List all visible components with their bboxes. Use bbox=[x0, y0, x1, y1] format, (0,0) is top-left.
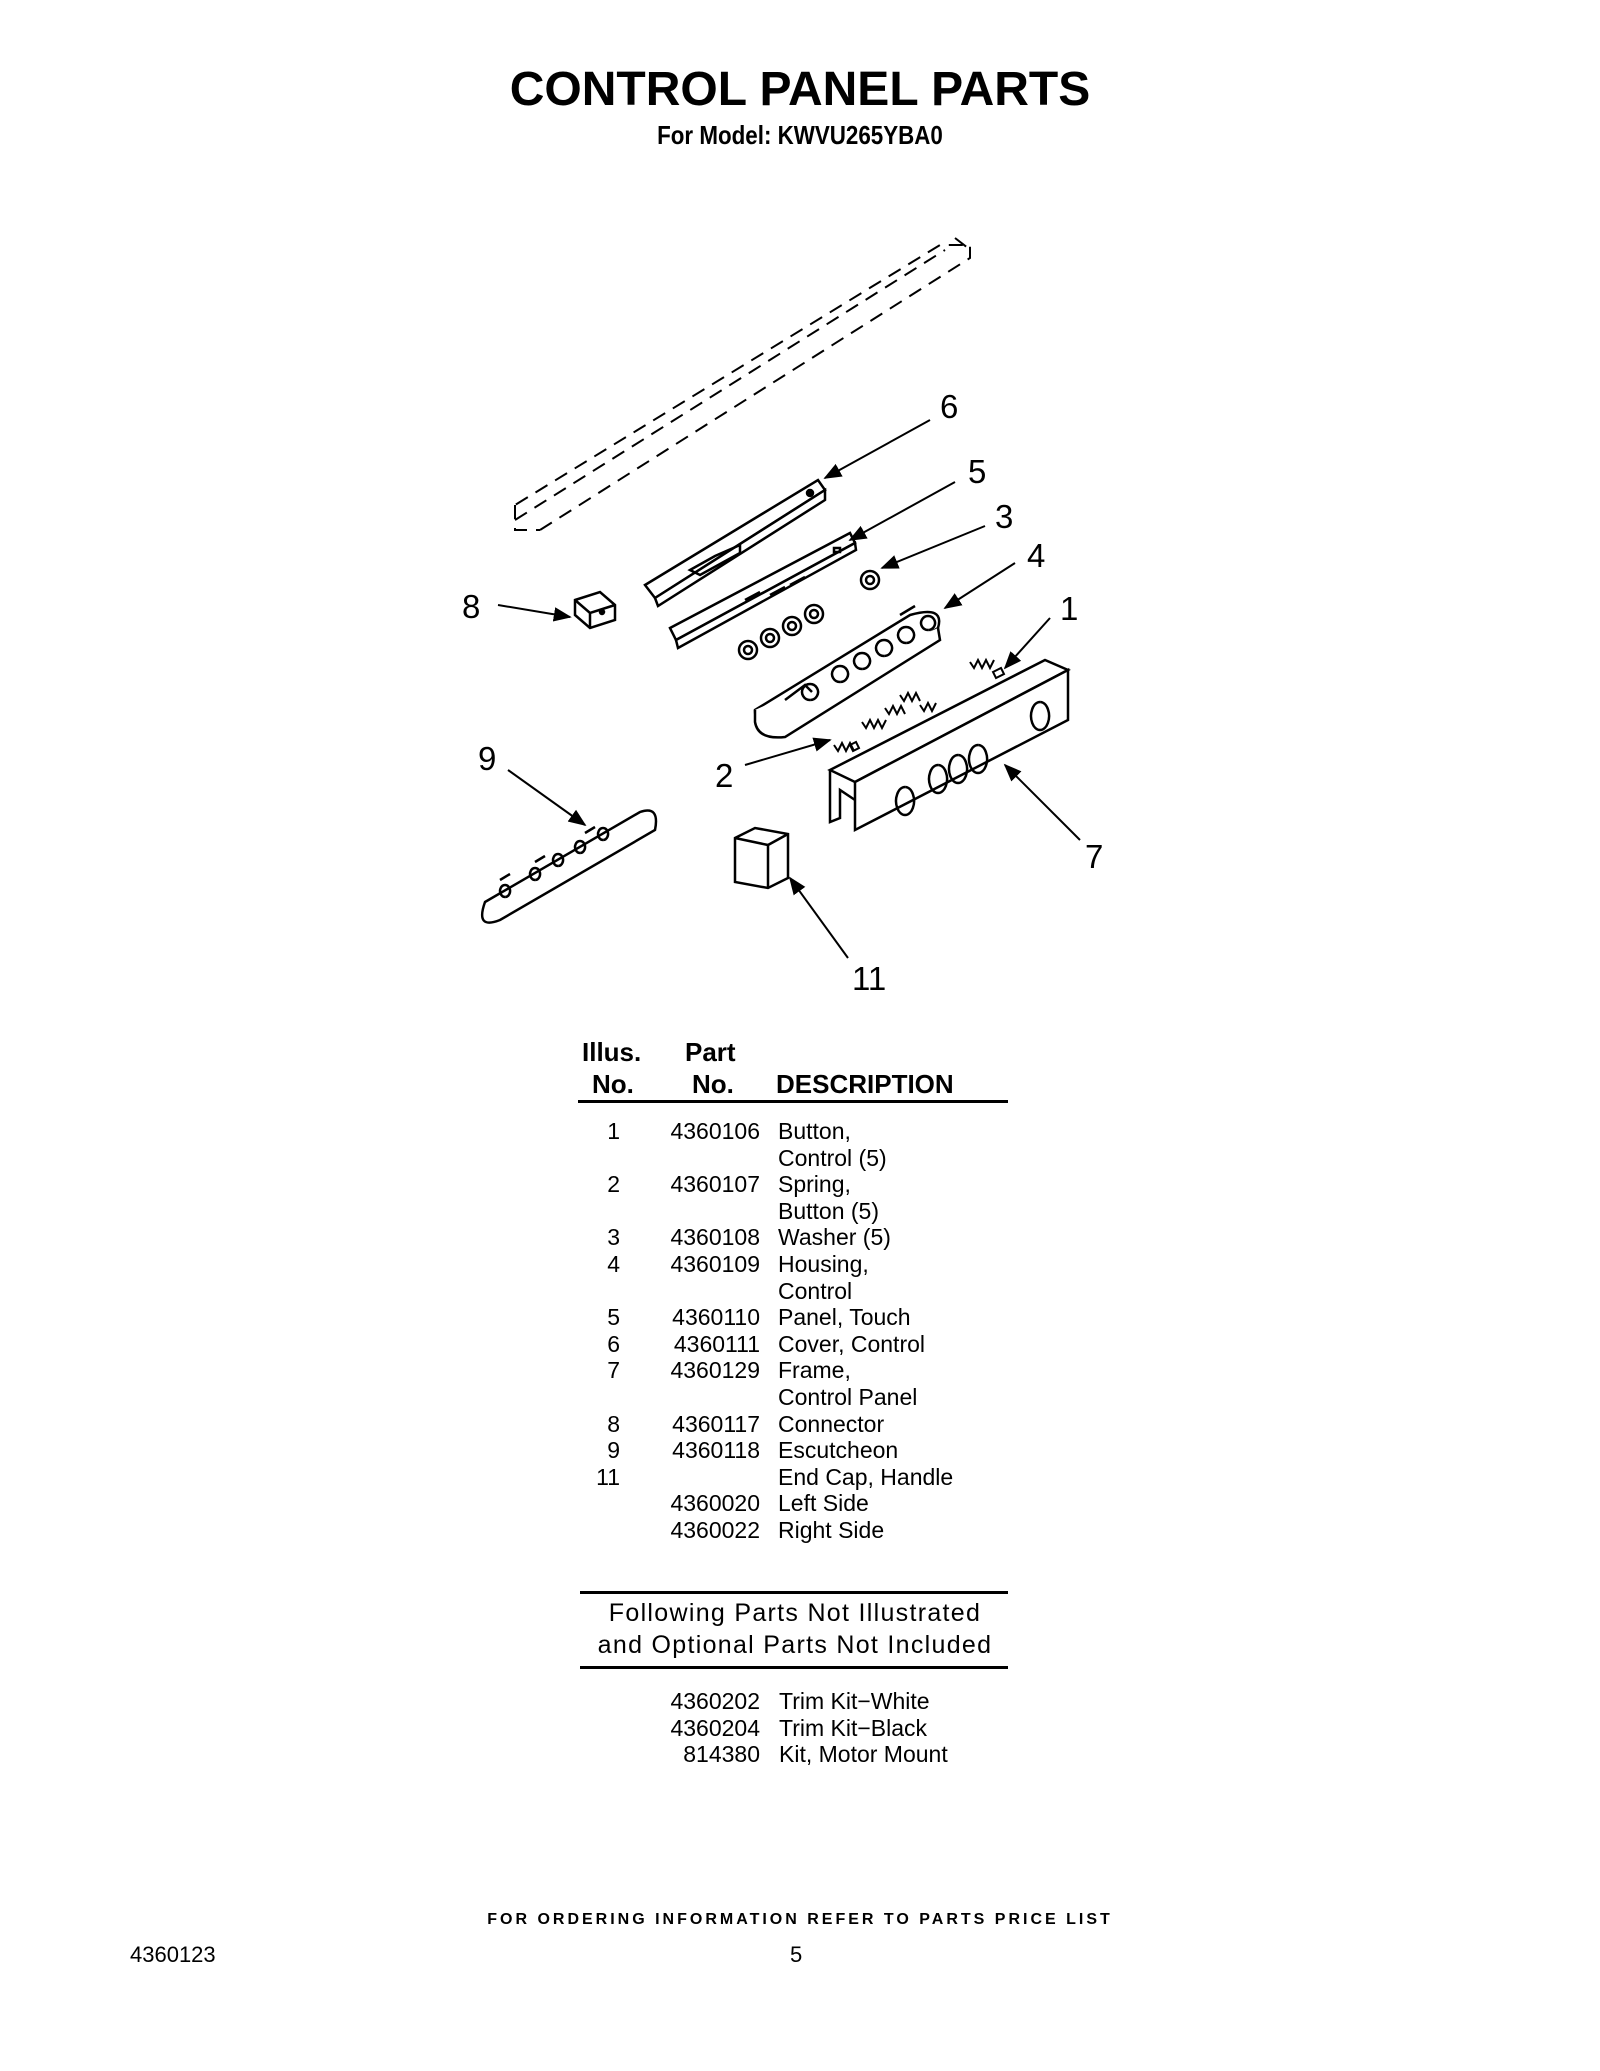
part-description: Kit, Motor Mount bbox=[779, 1741, 948, 1768]
list-item: 4360204 Trim Kit−Black bbox=[0, 1715, 1600, 1742]
part-description: End Cap, Handle bbox=[778, 1463, 954, 1490]
page-number: 5 bbox=[790, 1942, 803, 1967]
part-number: 4360022 bbox=[670, 1517, 760, 1543]
illus-number: 3 bbox=[607, 1224, 620, 1251]
table-row: 4 4360109 Housing, bbox=[0, 1251, 1600, 1278]
part-2-springs bbox=[833, 657, 995, 754]
table-row: 4360022 Right Side bbox=[0, 1517, 1600, 1544]
callout-1: 1 bbox=[1060, 590, 1078, 627]
callout-9: 9 bbox=[478, 740, 496, 777]
illus-number: 6 bbox=[607, 1330, 620, 1357]
callout-4: 4 bbox=[1027, 537, 1045, 574]
part-7-control-panel-frame bbox=[827, 658, 1071, 833]
table-row: 7 4360129 Frame, bbox=[0, 1357, 1600, 1384]
part-description: Left Side bbox=[778, 1490, 869, 1517]
callout-7: 7 bbox=[1085, 838, 1103, 875]
not-illustrated-line1: Following Parts Not Illustrated bbox=[608, 1599, 982, 1627]
part-number: 4360110 bbox=[672, 1304, 760, 1331]
illus-number: 9 bbox=[607, 1437, 620, 1464]
table-row: Control bbox=[0, 1278, 1600, 1305]
table-row: 6 4360111 Cover, Control bbox=[0, 1331, 1600, 1358]
illus-number: 4 bbox=[607, 1251, 620, 1277]
part-number: 4360106 bbox=[670, 1118, 760, 1144]
part-description: Trim Kit−Black bbox=[779, 1714, 928, 1741]
callout-3: 3 bbox=[995, 498, 1013, 535]
table-row: 11 End Cap, Handle bbox=[0, 1464, 1600, 1491]
callout-6: 6 bbox=[940, 388, 958, 425]
part-description: Washer (5) bbox=[778, 1224, 891, 1251]
section-rule-top bbox=[580, 1591, 1008, 1594]
col-header-description: DESCRIPTION bbox=[776, 1069, 954, 1099]
part-description: Right Side bbox=[778, 1517, 885, 1543]
header-rule bbox=[578, 1100, 1008, 1103]
part-number: 4360129 bbox=[670, 1357, 760, 1384]
callout-2: 2 bbox=[715, 757, 733, 794]
illus-number: 5 bbox=[607, 1304, 620, 1331]
part-number: 4360109 bbox=[670, 1251, 760, 1277]
table-row: 2 4360107 Spring, bbox=[0, 1171, 1600, 1198]
part-number: 814380 bbox=[683, 1741, 760, 1768]
illus-number: 1 bbox=[607, 1118, 620, 1144]
callout-8: 8 bbox=[462, 588, 480, 625]
part-description: Spring, bbox=[778, 1171, 851, 1198]
table-row: 5 4360110 Panel, Touch bbox=[0, 1304, 1600, 1331]
illus-number: 11 bbox=[596, 1463, 620, 1490]
part-description: Control Panel bbox=[778, 1384, 918, 1410]
table-row: 3 4360108 Washer (5) bbox=[0, 1224, 1600, 1251]
ordering-note: FOR ORDERING INFORMATION REFER TO PARTS … bbox=[487, 1911, 1113, 1928]
part-description: Panel, Touch bbox=[778, 1304, 911, 1331]
handle-outline-dashed bbox=[514, 237, 971, 531]
col-header-illus-line1: Illus. bbox=[582, 1037, 642, 1067]
leader-lines bbox=[497, 419, 1081, 959]
part-3-washers bbox=[737, 569, 881, 661]
illus-number: 2 bbox=[607, 1171, 620, 1198]
section-rule-bottom bbox=[580, 1666, 1008, 1669]
part-number: 4360108 bbox=[670, 1224, 760, 1251]
table-row: 4360020 Left Side bbox=[0, 1490, 1600, 1517]
illus-number: 8 bbox=[607, 1410, 620, 1437]
table-row: 9 4360118 Escutcheon bbox=[0, 1437, 1600, 1464]
part-number: 4360204 bbox=[670, 1714, 760, 1741]
table-row: Control Panel bbox=[0, 1384, 1600, 1411]
list-item: 814380 Kit, Motor Mount bbox=[0, 1741, 1600, 1768]
part-description: Frame, bbox=[778, 1357, 851, 1384]
part-description: Connector bbox=[778, 1410, 885, 1437]
part-description: Control bbox=[778, 1277, 853, 1304]
part-9-escutcheon bbox=[480, 809, 658, 924]
part-number: 4360111 bbox=[673, 1330, 760, 1357]
exploded-parts-diagram: 6 5 3 4 8 1 9 2 7 11 bbox=[462, 237, 1103, 997]
col-header-illus-line2: No. bbox=[592, 1069, 634, 1099]
part-number: 4360202 bbox=[670, 1688, 760, 1714]
part-8-connector bbox=[573, 590, 617, 630]
part-6-control-cover bbox=[643, 478, 827, 608]
part-description: Trim Kit−White bbox=[779, 1688, 930, 1714]
part-description: Button, bbox=[778, 1118, 851, 1144]
table-row: 8 4360117 Connector bbox=[0, 1411, 1600, 1438]
part-11-end-cap bbox=[733, 826, 790, 890]
document-number: 4360123 bbox=[130, 1942, 216, 1967]
part-number: 4360107 bbox=[670, 1171, 760, 1198]
part-number: 4360117 bbox=[672, 1410, 760, 1437]
part-description: Housing, bbox=[778, 1251, 869, 1277]
model-subtitle: For Model: KWVU265YBA0 bbox=[657, 120, 943, 150]
not-illustrated-line2: and Optional Parts Not Included bbox=[597, 1631, 993, 1659]
page-title: CONTROL PANEL PARTS bbox=[509, 63, 1091, 116]
part-5-touch-panel bbox=[668, 531, 858, 650]
table-row: Control (5) bbox=[0, 1145, 1600, 1172]
callout-5: 5 bbox=[968, 453, 986, 490]
part-number: 4360020 bbox=[670, 1490, 760, 1517]
part-description: Button (5) bbox=[778, 1197, 879, 1224]
part-4-control-housing bbox=[753, 604, 942, 739]
list-item: 4360202 Trim Kit−White bbox=[0, 1688, 1600, 1715]
col-header-part-line2: No. bbox=[692, 1069, 734, 1099]
illus-number: 7 bbox=[607, 1357, 620, 1384]
part-description: Escutcheon bbox=[778, 1437, 899, 1464]
callout-11: 11 bbox=[852, 960, 886, 997]
col-header-part-line1: Part bbox=[685, 1037, 736, 1067]
part-description: Control (5) bbox=[778, 1144, 887, 1171]
table-row: Button (5) bbox=[0, 1198, 1600, 1225]
part-description: Cover, Control bbox=[778, 1330, 926, 1357]
table-row: 1 4360106 Button, bbox=[0, 1118, 1600, 1145]
part-number: 4360118 bbox=[672, 1437, 760, 1464]
